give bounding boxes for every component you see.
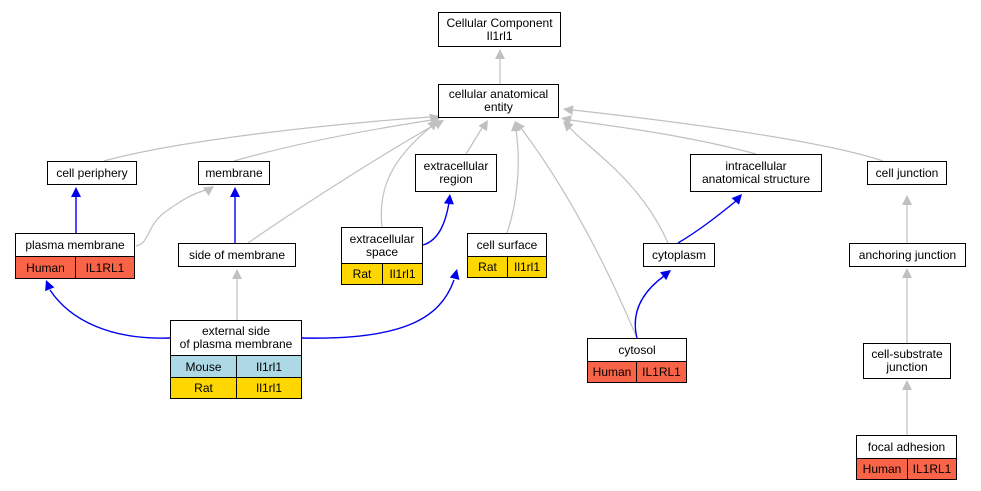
edge-arrowhead [230,187,240,197]
edge-arrowhead [902,380,912,390]
node-extracellular-space[interactable]: extracellular space [341,227,423,264]
species-tag-human: Human [587,361,637,383]
edge-line [465,127,483,155]
edge-arrowhead [71,187,81,197]
gene-tag-il1rl1: Il1rl1 [236,355,302,378]
edge-arrowhead [563,105,574,116]
edge-arrowhead [202,186,214,196]
node-extracellular-region[interactable]: extracellular region [415,154,497,192]
gene-tag-il1rl1: IL1RL1 [636,361,687,383]
edge-line [506,129,519,234]
species-tag-rat: Rat [170,377,237,399]
node-membrane[interactable]: membrane [198,161,270,185]
species-tag-rat: Rat [467,256,508,278]
edge-arrowhead [660,270,671,281]
node-cytosol[interactable]: cytosol [587,338,687,362]
node-intracellular-anatomical-structure[interactable]: intracellular anatomical structure [690,154,822,192]
species-tag-mouse: Mouse [170,355,237,378]
node-cell-periphery[interactable]: cell periphery [47,161,137,185]
edge-arrowhead [427,120,438,131]
edge-line [49,289,171,339]
node-cellular-component-root[interactable]: Cellular Component Il1rl1 [438,12,561,47]
node-cell-surface[interactable]: cell surface [467,233,547,257]
edge-line [422,202,450,246]
edge-arrowhead [45,280,55,292]
gene-tag-il1rl1: Il1rl1 [236,377,302,399]
edge-arrowhead [449,269,460,280]
edge-line [572,109,884,162]
edge-arrowhead [515,121,525,133]
node-anchoring-junction[interactable]: anchoring junction [849,243,966,267]
gene-tag-il1rl1: Il1rl1 [507,256,547,278]
edge-arrowhead [443,194,454,205]
edge-arrowhead [902,268,912,278]
edge-line [569,119,757,155]
edge-line [634,275,665,339]
gene-tag-il1rl1: IL1RL1 [907,458,957,480]
edge-line [568,126,669,244]
edge-arrowhead [232,269,242,279]
gene-tag-il1rl1: IL1RL1 [75,256,135,279]
edge-arrowhead [731,194,742,205]
node-cell-substrate-junction[interactable]: cell-substrate junction [863,343,951,379]
edge-line [233,119,433,162]
species-tag-human: Human [856,458,908,480]
node-focal-adhesion[interactable]: focal adhesion [856,435,957,459]
edge-line [247,123,437,244]
species-tag-rat: Rat [341,263,383,285]
edge-line [520,127,638,339]
node-cytoplasm[interactable]: cytoplasm [643,243,715,267]
species-tag-human: Human [15,256,76,279]
edge-arrowhead [561,115,572,125]
edge-arrowhead [563,121,574,132]
edge-line [380,125,433,228]
edge-line [301,279,455,339]
gene-tag-il1rl1: Il1rl1 [382,263,423,285]
node-external-side-of-plasma-membrane[interactable]: external side of plasma membrane [170,320,302,356]
edge-line [103,116,431,162]
node-cell-junction[interactable]: cell junction [867,161,947,185]
node-side-of-membrane[interactable]: side of membrane [178,243,296,267]
node-plasma-membrane[interactable]: plasma membrane [15,233,135,257]
edge-arrowhead [902,195,912,205]
edge-line [677,200,737,244]
edge-arrowhead [495,49,505,59]
node-cellular-anatomical-entity[interactable]: cellular anatomical entity [438,84,559,118]
edge-arrowhead [478,120,488,132]
edge-line [135,189,207,247]
